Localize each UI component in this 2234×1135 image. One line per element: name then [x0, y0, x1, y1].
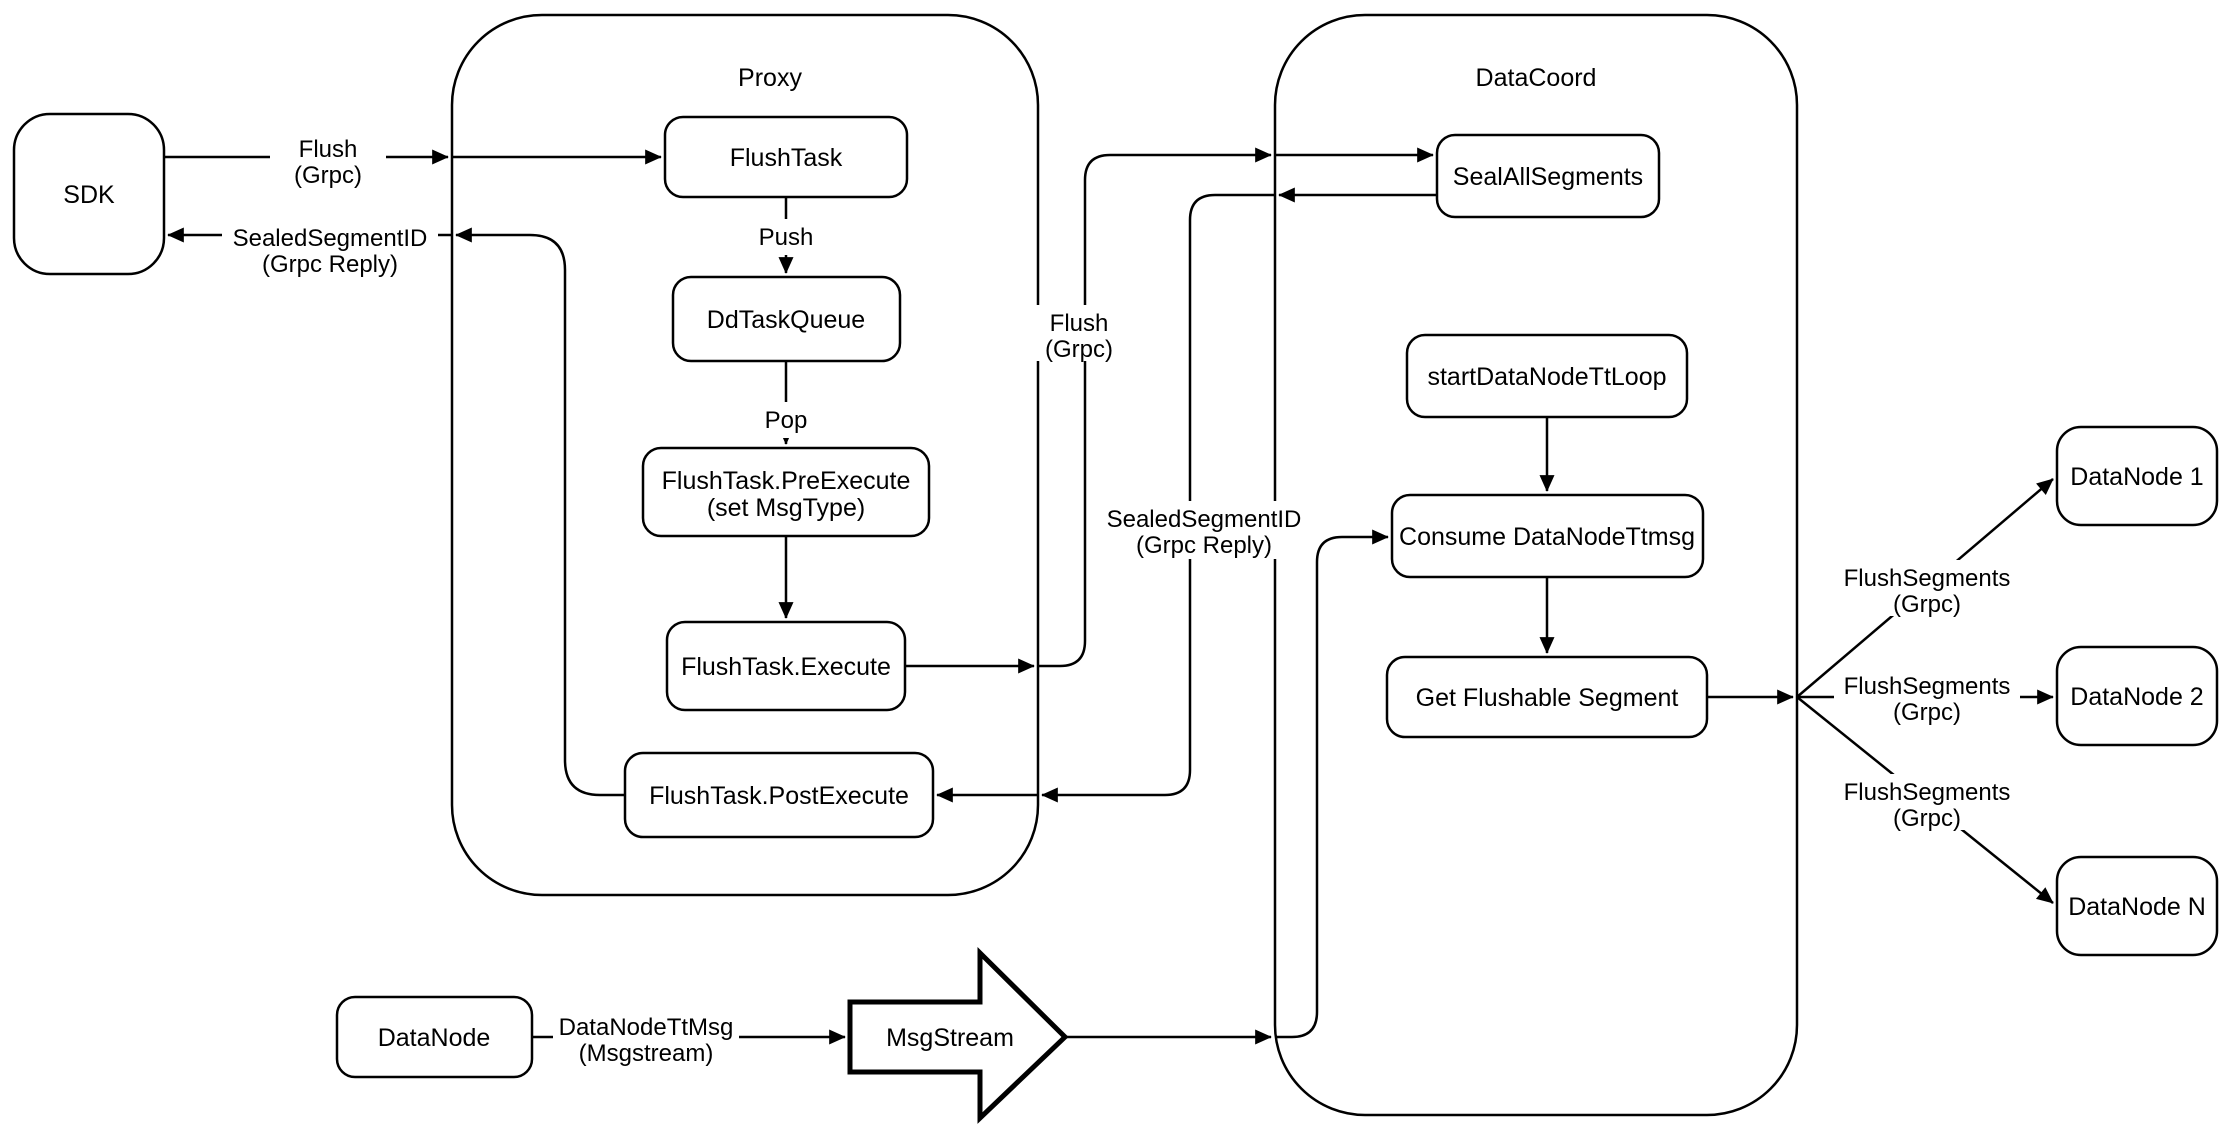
label-bg: [1834, 774, 2020, 830]
node-box: [665, 620, 907, 712]
edge-label-flush-datacoord: Flush (Grpc): [1021, 305, 1137, 363]
node-label: startDataNodeTtLoop: [1427, 363, 1666, 391]
node-ddtaskqueue: DdTaskQueue: [671, 275, 902, 363]
node-label: Consume DataNodeTtmsg: [1399, 523, 1695, 551]
edge-label-text: SealedSegmentID: [233, 225, 428, 252]
node-flushtask-preexecute: FlushTask.PreExecute (set MsgType): [641, 446, 931, 538]
node-msgstream-arrow: MsgStream: [847, 947, 1069, 1124]
edge-label-text: (Grpc): [1045, 336, 1113, 363]
node-get-flushable-segment: Get Flushable Segment: [1385, 655, 1709, 739]
edge-label-text: (Grpc Reply): [262, 251, 398, 278]
node-box: [335, 995, 534, 1079]
node-label: DataNode N: [2068, 893, 2206, 921]
node-box: [641, 446, 931, 538]
node-datanode-source: DataNode: [335, 995, 534, 1079]
node-label: (set MsgType): [707, 494, 865, 522]
edge-label-text: DataNodeTtMsg: [559, 1014, 734, 1041]
edge-label-text: SealedSegmentID: [1107, 506, 1302, 533]
edge-label-datanodettmsg: DataNodeTtMsg (Msgstream): [553, 1009, 739, 1067]
node-box: [671, 275, 902, 363]
datacoord-title: DataCoord: [1476, 64, 1597, 92]
node-box: [2055, 425, 2219, 527]
node-box: [2055, 855, 2219, 957]
edge-label-text: FlushSegments: [1844, 779, 2011, 806]
node-flushtask: FlushTask: [663, 115, 909, 199]
edge-label-sealedsegmentid-datacoord: SealedSegmentID (Grpc Reply): [1096, 501, 1312, 559]
label-bg: [553, 1009, 739, 1065]
node-box: [1390, 493, 1705, 579]
edge-proxy-edge-up-to-datacoord: [1038, 147, 1272, 668]
edge-label-text: Push: [759, 224, 814, 251]
node-startdatanodettloop: startDataNodeTtLoop: [1405, 333, 1689, 419]
msgstream-block-arrow-shape: [847, 947, 1069, 1124]
node-label: DataNode: [378, 1024, 491, 1052]
node-box: [1385, 655, 1709, 739]
proxy-title: Proxy: [738, 64, 802, 92]
node-flushtask-postexecute: FlushTask.PostExecute: [623, 751, 935, 839]
node-label: DataNode 2: [2070, 683, 2203, 711]
edge-label-pop: Pop: [758, 402, 814, 438]
node-datanode1: DataNode 1: [2055, 425, 2219, 527]
node-sealallsegments: SealAllSegments: [1435, 133, 1661, 219]
node-label: SDK: [63, 181, 115, 209]
node-datanode2: DataNode 2: [2055, 645, 2219, 747]
node-flushtask-execute: FlushTask.Execute: [665, 620, 907, 712]
edge-label-text: FlushSegments: [1844, 565, 2011, 592]
label-bg: [1834, 560, 2020, 616]
edge-datacoord-up-to-consume: [1275, 529, 1389, 1039]
node-label: Get Flushable Segment: [1416, 684, 1679, 712]
datacoord-container: [1273, 13, 1799, 1117]
label-bg: [270, 132, 386, 186]
node-label: MsgStream: [886, 1024, 1014, 1052]
node-label: DdTaskQueue: [707, 306, 865, 334]
node-box: [663, 115, 909, 199]
edge-label-sealedsegmentid-sdk: SealedSegmentID (Grpc Reply): [222, 220, 438, 278]
label-bg: [752, 219, 820, 255]
edge-label-text: (Grpc): [294, 162, 362, 189]
node-label: SealAllSegments: [1453, 163, 1643, 191]
node-box: [1435, 133, 1661, 219]
node-consume-datanodettmsg: Consume DataNodeTtmsg: [1390, 493, 1705, 579]
edge-label-flush-sdk: Flush (Grpc): [270, 132, 386, 189]
edge-label-text: FlushSegments: [1844, 673, 2011, 700]
label-bg: [758, 402, 814, 438]
node-datanodeN: DataNode N: [2055, 855, 2219, 957]
edge-label-flushsegments-3: FlushSegments (Grpc): [1834, 774, 2020, 832]
node-label: FlushTask.PostExecute: [649, 782, 909, 810]
edge-label-text: (Grpc): [1893, 699, 1961, 726]
edge-label-push: Push: [752, 219, 820, 255]
label-bg: [1096, 501, 1312, 559]
edge-postexecute-up-to-proxy-edge: [455, 227, 625, 797]
edge-label-flushsegments-1: FlushSegments (Grpc): [1834, 560, 2020, 618]
node-box: [623, 751, 935, 839]
node-box: [1405, 333, 1689, 419]
edge-label-text: Pop: [765, 407, 808, 434]
edge-label-text: Flush: [1050, 310, 1109, 337]
node-box: [12, 112, 166, 276]
edge-label-text: (Grpc Reply): [1136, 532, 1272, 559]
label-bg: [1834, 668, 2020, 724]
node-label: DataNode 1: [2070, 463, 2203, 491]
edge-label-text: (Grpc): [1893, 805, 1961, 832]
node-sdk: SDK: [12, 112, 166, 276]
edge-label-text: Flush: [299, 136, 358, 163]
edge-datacoord-down-to-proxy-edge: [1041, 193, 1275, 803]
proxy-container: [450, 13, 1040, 897]
edge-label-flushsegments-2: FlushSegments (Grpc): [1834, 668, 2020, 726]
edge-label-text: (Grpc): [1893, 591, 1961, 618]
label-bg: [222, 220, 438, 278]
node-label: FlushTask.PreExecute: [662, 467, 911, 495]
node-label: FlushTask.Execute: [681, 653, 891, 681]
node-label: FlushTask: [730, 144, 843, 172]
edge-label-text: (Msgstream): [579, 1040, 714, 1067]
label-bg: [1021, 305, 1137, 361]
node-box: [2055, 645, 2219, 747]
